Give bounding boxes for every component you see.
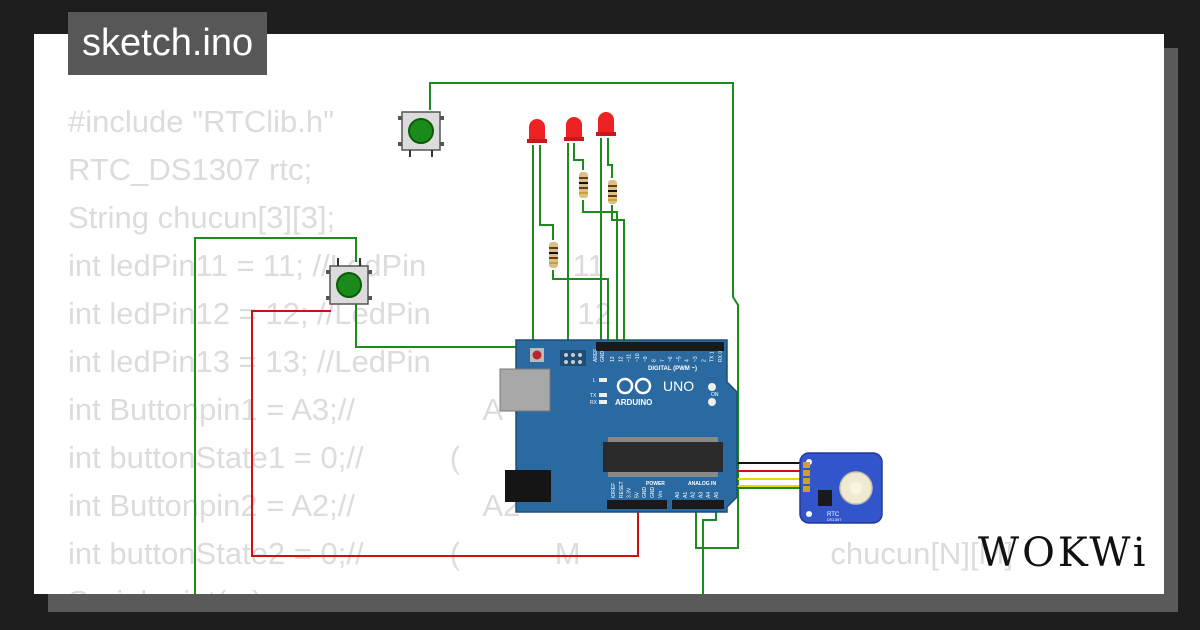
resistor-3[interactable]	[608, 180, 617, 204]
led-2[interactable]	[564, 117, 584, 141]
atmega-chip	[603, 442, 723, 472]
arduino-uno-board[interactable]: AREF GND DIGITAL (PWM ~) UNO ARDUINO L T…	[499, 339, 738, 513]
rtc-ds1307-module[interactable]: RTC DS1307	[799, 452, 883, 524]
pushbutton-1[interactable]	[398, 111, 444, 157]
project-title[interactable]: sketch.ino	[68, 12, 268, 75]
pin-label: 3.3V	[627, 487, 633, 498]
pin-label: Vin	[658, 491, 664, 498]
pushbutton-2[interactable]	[326, 258, 372, 305]
wire-led1-res	[539, 145, 554, 240]
wire-res1-pin	[552, 270, 609, 347]
power-jack	[505, 470, 551, 502]
pin-label: IOREF	[611, 483, 617, 498]
rtc-chip-label: DS1307	[827, 517, 842, 522]
pin-label: RX 0	[718, 351, 724, 362]
pin-label: 8	[652, 359, 658, 362]
code-line: int ledPin11 = 11; //LedPin 11	[68, 248, 605, 283]
code-line: int ledPin12 = 12; //LedPin 12	[68, 296, 612, 331]
wire-res3-pin	[611, 205, 625, 347]
pin-label: A4	[706, 492, 712, 498]
pin-label: 7	[660, 359, 666, 362]
code-line: RTC_DS1307 rtc;	[68, 152, 313, 187]
on-label: ON	[711, 392, 719, 398]
led-3[interactable]	[596, 112, 616, 136]
wokwi-logo: WOKWi	[978, 530, 1149, 576]
code-line: #include "RTClib.h"	[68, 104, 335, 139]
arduino-logo	[616, 377, 652, 395]
code-line: Serial.print(...);	[68, 584, 271, 594]
pin-label: ~11	[627, 354, 633, 362]
analog-label: ANALOG IN	[688, 481, 716, 487]
pin-label: A1	[683, 492, 689, 498]
wire-button2-left	[194, 237, 357, 594]
wires	[194, 82, 800, 594]
pin-label: 12	[618, 356, 624, 362]
pin-label: ~9	[643, 356, 649, 362]
digital-header	[596, 342, 724, 351]
wire-led3-res	[607, 138, 613, 178]
pin-label: A2	[691, 492, 697, 498]
pin-label: 5V	[634, 491, 640, 498]
code-line: int buttonState1 = 0;// (	[68, 440, 461, 475]
pin-label: A0	[675, 492, 681, 498]
brand-uno: UNO	[663, 378, 694, 394]
pin-label: GND	[642, 487, 648, 499]
brand-arduino: ARDUINO	[615, 398, 652, 407]
rtc-label: RTC	[827, 512, 840, 518]
usb-port	[499, 368, 551, 412]
rtc-chip	[818, 490, 832, 506]
power-label: POWER	[646, 481, 665, 487]
l-label: L	[593, 378, 596, 384]
pin-label: ~10	[635, 353, 641, 362]
pin-label: A5	[714, 492, 720, 498]
rx-label: RX	[590, 400, 598, 406]
pin-label: 2	[701, 359, 707, 362]
gnd-label: GND	[600, 351, 606, 363]
pin-label: ~6	[668, 356, 674, 362]
resistor-2[interactable]	[579, 172, 588, 198]
code-line: String chucun[3][3];	[68, 200, 336, 235]
power-header	[607, 500, 667, 509]
resistor-1[interactable]	[549, 242, 558, 268]
wire-rtc-sda-green	[702, 487, 800, 594]
pin-label: 4	[685, 359, 691, 362]
code-line: int Buttonpin2 = A2;// A2	[68, 488, 521, 523]
pin-label: ~3	[693, 356, 699, 362]
pin-label: A3	[698, 492, 704, 498]
code-line: int Buttonpin1 = A3;// A	[68, 392, 504, 427]
aref-label: AREF	[593, 349, 599, 362]
digital-label: DIGITAL (PWM ~)	[648, 366, 697, 372]
pin-label: 13	[610, 356, 616, 362]
wire-led2-res	[573, 143, 584, 170]
pin-label: ~5	[676, 356, 682, 362]
led-1[interactable]	[527, 119, 547, 143]
code-line: int buttonState2 = 0;// ( M chucun[N][M]	[68, 536, 1013, 571]
analog-header	[672, 500, 724, 509]
pin-label: GND	[650, 487, 656, 499]
pin-label: RESET	[619, 481, 625, 498]
wire-button2-to-pin	[355, 300, 525, 348]
wire-red-5v	[251, 310, 639, 557]
pin-label: TX 1	[710, 351, 716, 362]
tx-label: TX	[590, 393, 597, 399]
